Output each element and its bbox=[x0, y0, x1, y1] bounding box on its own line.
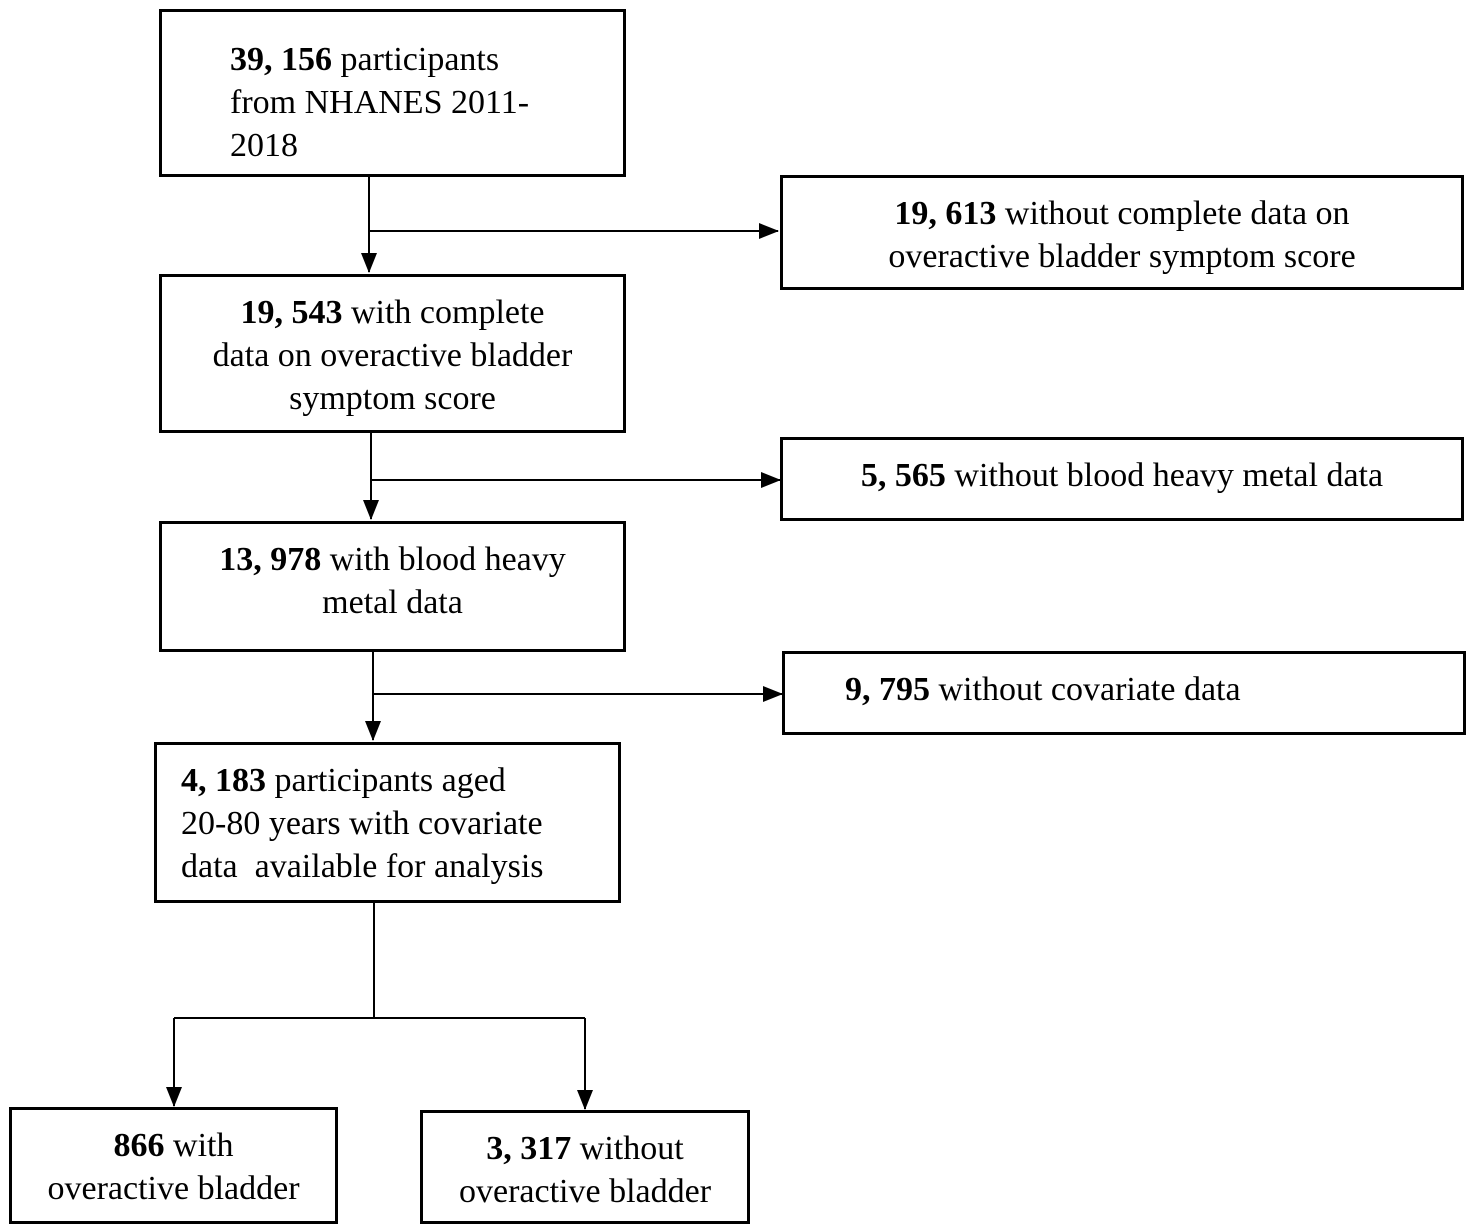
count-excluded-metal: 5, 565 bbox=[860, 457, 946, 494]
box-text: metal data bbox=[322, 584, 463, 621]
count-without-oab: 3, 317 bbox=[486, 1130, 572, 1167]
box-text: data on overactive bladder bbox=[212, 337, 573, 374]
count-excluded-oab: 19, 613 bbox=[894, 195, 997, 232]
box-without-oab: 3, 317 without overactive bladder bbox=[420, 1110, 750, 1224]
box-excluded-heavy-metal: 5, 565 without blood heavy metal data bbox=[780, 437, 1464, 521]
box-text: symptom score bbox=[289, 380, 496, 417]
count-with-oab: 866 bbox=[113, 1127, 165, 1164]
box-text: with blood heavy bbox=[321, 541, 566, 578]
count-participants: 39, 156 bbox=[230, 41, 332, 78]
box-with-heavy-metal: 13, 978 with blood heavy metal data bbox=[159, 521, 626, 652]
box-text: 2018 bbox=[230, 127, 298, 164]
box-text: without covariate data bbox=[930, 671, 1241, 708]
box-nhanes-participants: 39, 156 participants from NHANES 2011- 2… bbox=[159, 9, 626, 177]
box-analysis-sample: 4, 183 participants aged 20-80 years wit… bbox=[154, 742, 621, 903]
box-text: participants aged bbox=[266, 762, 506, 799]
box-text: without bbox=[571, 1130, 684, 1167]
box-with-oab: 866 with overactive bladder bbox=[9, 1107, 338, 1224]
box-text: overactive bladder bbox=[47, 1170, 300, 1207]
count-with-metal: 13, 978 bbox=[219, 541, 322, 578]
box-text: overactive bladder bbox=[458, 1173, 712, 1210]
box-text: without complete data on bbox=[996, 195, 1350, 232]
box-text: overactive bladder symptom score bbox=[888, 238, 1356, 275]
box-text: data available for analysis bbox=[181, 848, 544, 885]
box-excluded-oab-score: 19, 613 without complete data on overact… bbox=[780, 175, 1464, 290]
count-analysis: 4, 183 bbox=[181, 762, 266, 799]
box-text: participants bbox=[332, 41, 500, 78]
box-text: with bbox=[164, 1127, 234, 1164]
box-complete-oab-score: 19, 543 with complete data on overactive… bbox=[159, 274, 626, 433]
box-excluded-covariate: 9, 795 without covariate data bbox=[782, 651, 1466, 735]
box-text: from NHANES 2011- bbox=[230, 84, 530, 121]
count-complete-oab: 19, 543 bbox=[240, 294, 343, 331]
box-text: with complete bbox=[342, 294, 545, 331]
count-excluded-covariate: 9, 795 bbox=[845, 671, 930, 708]
box-text: 20-80 years with covariate bbox=[181, 805, 543, 842]
box-text: without blood heavy metal data bbox=[945, 457, 1384, 494]
